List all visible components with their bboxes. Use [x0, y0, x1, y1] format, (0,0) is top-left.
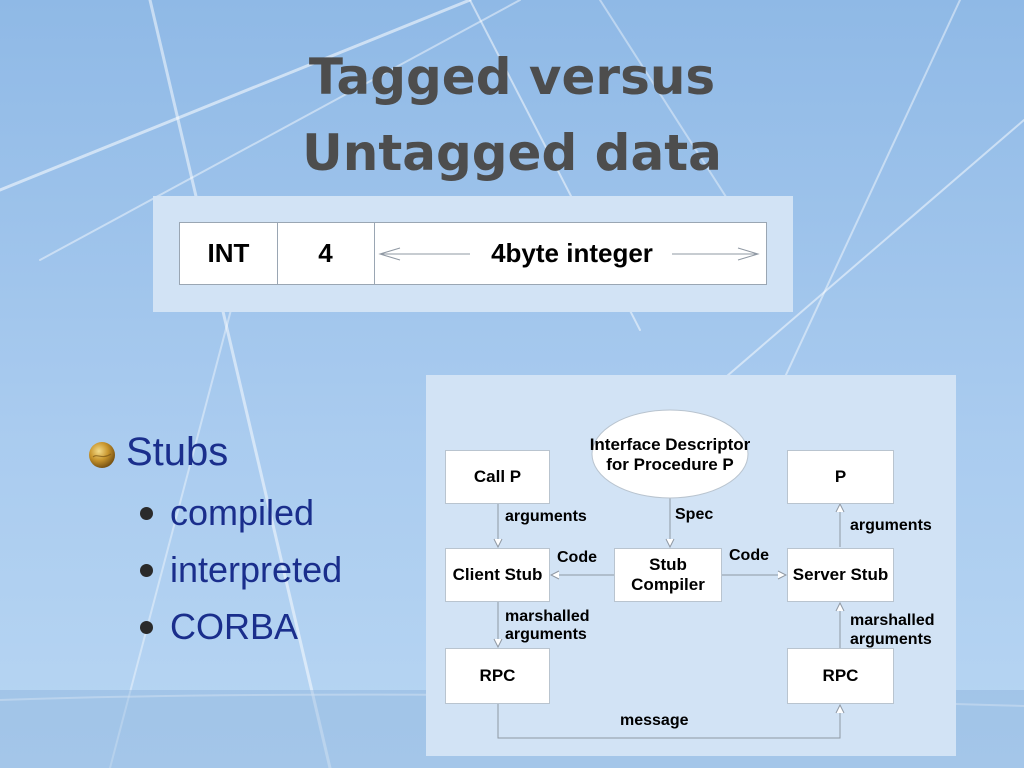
client-stub-box: Client Stub [445, 548, 550, 602]
bullet-main-text: Stubs [126, 430, 229, 474]
diagram-connectors [426, 409, 956, 739]
cell-divider [374, 223, 375, 284]
tag-cell-length: 4 [318, 238, 333, 268]
bullet-dot-icon [140, 564, 153, 577]
rpc-client-box: RPC [445, 648, 550, 704]
label-message: message [620, 712, 689, 729]
tag-cell-value: 4byte integer [472, 223, 672, 284]
label-arguments-server: arguments [850, 517, 932, 534]
sub-bullet-text: CORBA [170, 606, 299, 647]
bullet-dot-icon [140, 507, 153, 520]
label-marshalled-server: marshalled arguments [850, 612, 935, 648]
stub-compiler-box: Stub Compiler [614, 548, 722, 602]
span-arrows [378, 247, 760, 261]
rpc-server-box: RPC [787, 648, 894, 704]
tagged-data-table: INT 4 4byte integer [179, 222, 767, 285]
interface-descriptor-ellipse: Interface Descriptor for Procedure P [589, 435, 751, 474]
server-stub-box: Server Stub [787, 548, 894, 602]
bullet-dot-icon [140, 621, 153, 634]
cell-divider [277, 223, 278, 284]
sub-bullet-text: interpreted [170, 549, 343, 590]
call-p-box: Call P [445, 450, 550, 504]
tagged-data-figure: INT 4 4byte integer [153, 196, 793, 312]
slide-title-line-2: Untagged data [302, 124, 722, 182]
procedure-p-box: P [787, 450, 894, 504]
tag-cell-type: INT [207, 238, 250, 268]
label-spec: Spec [675, 506, 714, 523]
sub-bullet-text: compiled [170, 492, 315, 533]
label-marshalled-client: marshalled arguments [505, 608, 590, 643]
label-arguments-client: arguments [505, 508, 587, 525]
stub-compiler-diagram: Interface Descriptor for Procedure P Cal… [426, 375, 956, 756]
gold-sphere-bullet-icon [89, 442, 115, 468]
label-code-server: Code [729, 547, 769, 564]
slide-title-line-1: Tagged versus [308, 48, 716, 106]
label-code-client: Code [557, 549, 597, 566]
